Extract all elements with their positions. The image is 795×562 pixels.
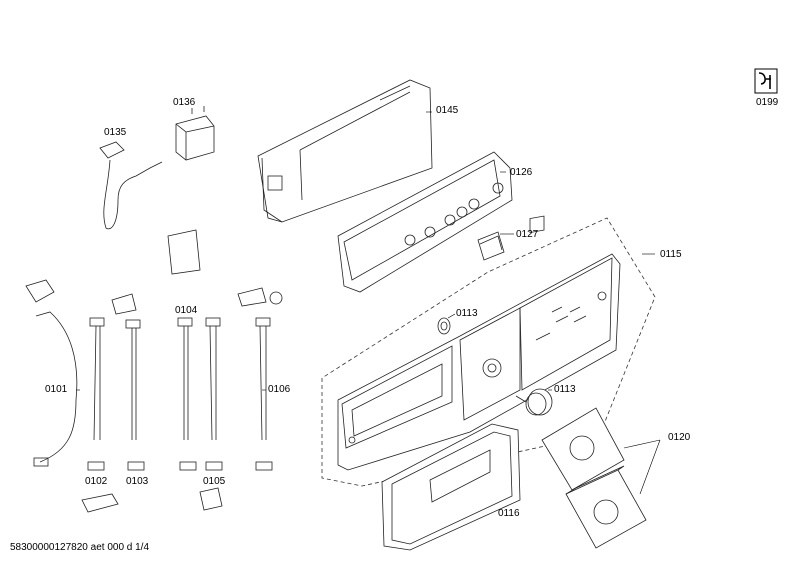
module-housing <box>257 79 433 223</box>
harness-0104 <box>167 229 201 471</box>
cover-plate-upper <box>541 407 625 491</box>
drawing-reference-footer: 58300000127820 aet 000 d 1/4 <box>10 542 150 553</box>
part-label-0115: 0115 <box>660 249 682 260</box>
detergent-drawer <box>381 423 521 551</box>
harness-0102 <box>81 317 119 513</box>
harness-0106 <box>237 287 283 471</box>
interference-filter <box>175 106 215 161</box>
wrench-book-icon <box>754 68 778 94</box>
part-label-0113-lower: 0113 <box>554 384 576 395</box>
display-module <box>477 231 505 261</box>
part-label-0103: 0103 <box>126 476 149 487</box>
part-label-0145: 0145 <box>436 105 459 116</box>
part-label-0116: 0116 <box>498 508 520 519</box>
part-label-0199: 0199 <box>756 97 779 108</box>
knob-small <box>437 317 451 335</box>
leader-lines <box>76 111 661 495</box>
part-label-0106: 0106 <box>268 384 291 395</box>
part-label-0127: 0127 <box>516 229 539 240</box>
front-panel <box>337 215 621 471</box>
power-cord <box>99 141 163 230</box>
harness-0103 <box>111 293 145 471</box>
part-label-0136: 0136 <box>173 97 196 108</box>
part-label-0104: 0104 <box>175 305 198 316</box>
part-label-0126: 0126 <box>510 167 533 178</box>
part-label-0113-upper: 0113 <box>456 308 478 319</box>
part-label-0102: 0102 <box>85 476 108 487</box>
harness-0101 <box>25 279 78 467</box>
control-panel-outline <box>321 217 656 487</box>
control-board <box>337 151 513 293</box>
part-label-0120: 0120 <box>668 432 691 443</box>
part-label-0101: 0101 <box>45 384 68 395</box>
harness-0105 <box>199 317 223 511</box>
cover-plate-lower <box>565 465 647 549</box>
knob-large <box>515 388 553 416</box>
part-label-0105: 0105 <box>203 476 226 487</box>
part-label-0135: 0135 <box>104 127 127 138</box>
